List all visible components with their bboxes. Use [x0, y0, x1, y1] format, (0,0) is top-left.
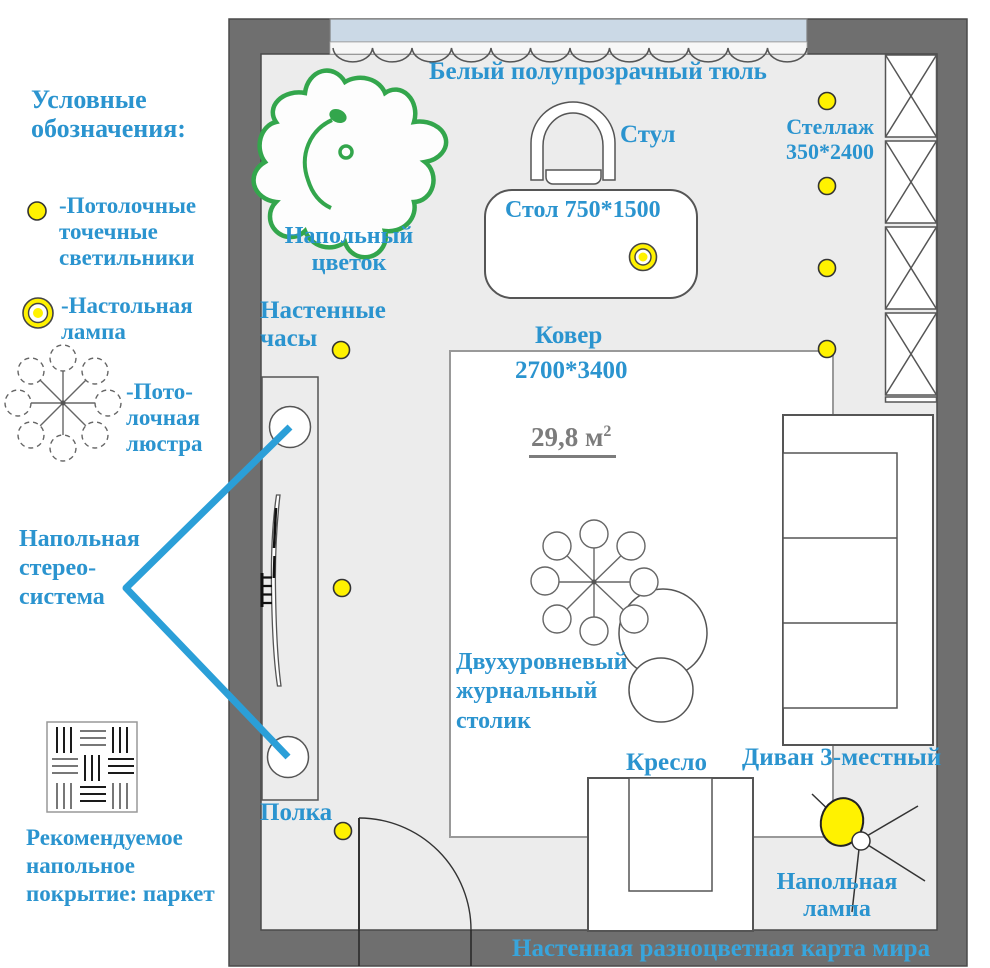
- sofa: [782, 414, 934, 746]
- chair-label: Стул: [620, 121, 676, 148]
- room-area-superscript: 2: [603, 423, 612, 440]
- legend-spotlight-symbol: [27, 201, 47, 221]
- armchair-label: Кресло: [626, 749, 708, 776]
- floor-plant: [251, 68, 449, 260]
- coffee-table-label: Двухуровневый журнальный столик: [456, 649, 628, 734]
- legend-chandelier-symbol: [4, 344, 122, 462]
- ceiling-spotlight: [817, 339, 837, 359]
- ceiling-spotlights: [331, 91, 837, 841]
- stereo-pointer-lines: [122, 424, 293, 760]
- table-lamp-symbol: [628, 242, 658, 272]
- flooring-recommendation-label: Рекомендуемое напольное покрытие: паркет: [26, 825, 215, 907]
- wall-mounted-tv: [260, 494, 282, 687]
- shelving-label: Стеллаж 350*2400: [786, 114, 874, 164]
- ceiling-spotlight: [817, 176, 837, 196]
- legend-chandelier-label: -Пото- лочная люстра: [126, 379, 203, 456]
- ceiling-spotlight: [333, 821, 353, 841]
- ceiling-spotlight: [331, 340, 351, 360]
- window: [329, 18, 808, 55]
- ceiling-chandelier: [530, 519, 659, 646]
- legend-table-lamp-symbol: [22, 297, 54, 329]
- ceiling-spotlight: [332, 578, 352, 598]
- legend-parquet-swatch: [46, 721, 138, 813]
- stereo-system-label: Напольная стерео- система: [19, 526, 140, 611]
- wall-clock-label: Настенные часы: [260, 297, 386, 353]
- door: [358, 817, 472, 966]
- room-area-value: 29,8 м: [531, 422, 604, 452]
- plant-label: Напольный цветок: [284, 223, 414, 277]
- sofa-label: Диван 3-местный: [742, 744, 942, 771]
- wall-map-label: Настенная разноцветная карта мира: [512, 935, 931, 962]
- carpet-label: Ковер: [535, 322, 603, 349]
- legend-spotlights-label: -Потолочные точечные светильники: [59, 193, 197, 270]
- legend-title: Условные обозначения:: [31, 85, 186, 144]
- carpet-size-label: 2700*3400: [515, 357, 628, 384]
- table-label: Стол 750*1500: [505, 197, 661, 223]
- armchair: [587, 777, 754, 932]
- legend-table-lamp-label: -Настольная лампа: [61, 293, 193, 344]
- shelf-label: Полка: [260, 799, 333, 826]
- shelving-unit: [884, 54, 938, 403]
- ceiling-spotlight: [817, 258, 837, 278]
- floor-lamp: [811, 793, 926, 913]
- floor-lamp-label: Напольная лампа: [776, 869, 898, 923]
- ceiling-spotlight: [817, 91, 837, 111]
- tulle-curtain: [332, 47, 808, 63]
- room-area-label: 29,8 м2: [529, 422, 617, 458]
- curtain-label: Белый полупрозрачный тюль: [429, 58, 767, 85]
- chair: [530, 101, 616, 185]
